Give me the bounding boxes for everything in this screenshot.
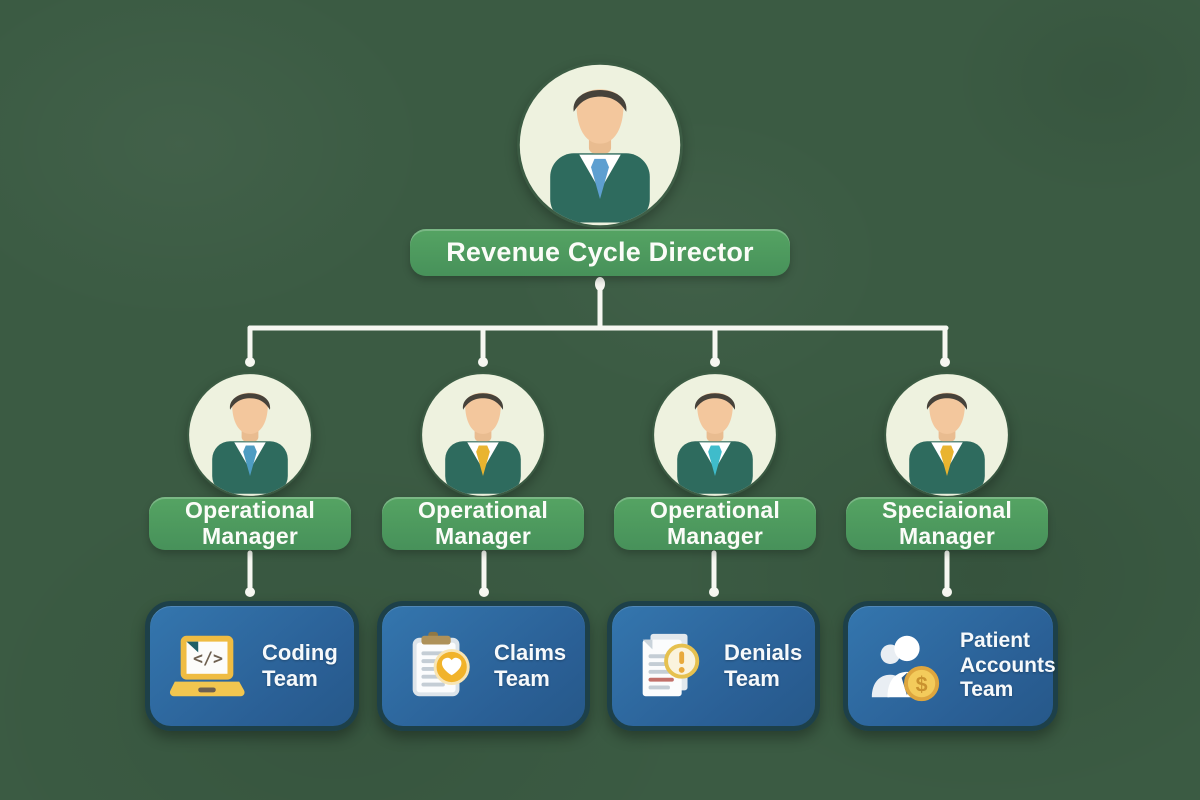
- document-alert-icon: [630, 627, 708, 705]
- team-label: Patient Accounts Team: [960, 628, 1056, 702]
- team-card-patient-accounts: $ Patient Accounts Team: [843, 601, 1058, 731]
- manager-title-2: Operational Manager: [382, 497, 584, 550]
- manager-avatar-3: [652, 372, 778, 498]
- businessman-avatar-icon: [654, 374, 776, 496]
- team-card-denials: Denials Team: [607, 601, 820, 731]
- manager-avatar-4: [884, 372, 1010, 498]
- svg-text:</>: </>: [193, 649, 223, 668]
- team-label: Claims Team: [494, 640, 567, 691]
- team-card-coding: </> Coding Team: [145, 601, 359, 731]
- manager-avatar-1: [187, 372, 313, 498]
- businessman-avatar-icon: [422, 374, 544, 496]
- businessman-avatar-icon: [519, 64, 681, 226]
- director-title: Revenue Cycle Director: [410, 229, 790, 276]
- manager-title-1: Operational Manager: [149, 497, 351, 550]
- clipboard-heart-icon: [400, 627, 478, 705]
- manager-title-4: Speciaional Manager: [846, 497, 1048, 550]
- businessman-avatar-icon: [189, 374, 311, 496]
- svg-text:$: $: [916, 672, 928, 696]
- director-avatar: [517, 62, 683, 228]
- laptop-code-icon: </>: [168, 627, 246, 705]
- manager-avatar-2: [420, 372, 546, 498]
- businessman-avatar-icon: [886, 374, 1008, 496]
- team-label: Denials Team: [724, 640, 803, 691]
- team-card-claims: Claims Team: [377, 601, 590, 731]
- team-label: Coding Team: [262, 640, 338, 691]
- manager-title-3: Operational Manager: [614, 497, 816, 550]
- person-coin-icon: $: [866, 627, 944, 705]
